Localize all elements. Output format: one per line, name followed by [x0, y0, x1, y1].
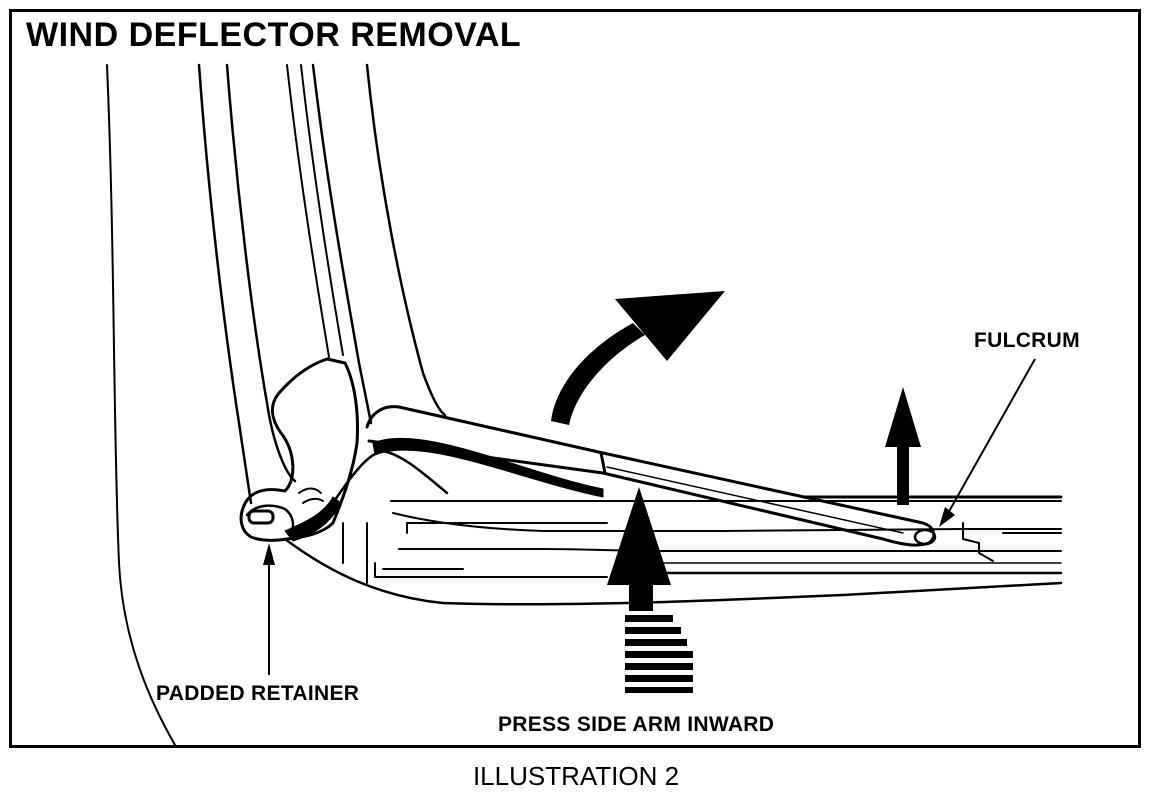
wind-deflector-drawing [106, 63, 1063, 745]
retainer-inner-line [245, 504, 295, 535]
pillar-line-6 [365, 63, 447, 417]
padded-retainer-label: PADDED RETAINER [156, 682, 360, 705]
rotation-arrow [551, 291, 725, 425]
retainer-bracket [239, 357, 359, 542]
side-arm-inner [606, 466, 904, 534]
retainer-shadow [284, 496, 342, 542]
body-edge-line [106, 64, 176, 745]
deck-fitting [962, 522, 1062, 562]
lift-arrow [885, 387, 921, 505]
pillar-line-outer [197, 63, 253, 505]
press-arrow [607, 487, 693, 693]
diagram-frame: WIND DEFLECTOR REMOVAL FULCRUM PADDED RE… [9, 9, 1141, 748]
illustration-caption: ILLUSTRATION 2 [472, 761, 680, 791]
pillar-line-3 [286, 64, 330, 358]
fulcrum-leader [946, 358, 1036, 516]
retainer-leader-head [263, 543, 275, 565]
pillar-line-5 [311, 63, 373, 425]
pillar-line-inner [225, 63, 297, 483]
fulcrum-pivot [913, 528, 937, 546]
side-arm-upper [365, 405, 936, 545]
deck-line-8 [342, 522, 368, 584]
diagram-title: WIND DEFLECTOR REMOVAL [26, 16, 522, 54]
fulcrum-leader-head [939, 507, 955, 527]
arm-curve-under [331, 449, 449, 505]
fulcrum-label: FULCRUM [974, 329, 1080, 352]
side-arm-band [599, 451, 607, 475]
pillar-line-4 [300, 64, 344, 356]
arm-shadow [372, 437, 604, 498]
deck-line-3 [406, 522, 608, 534]
deck-line-4 [398, 548, 1062, 552]
deck-line-5 [374, 562, 608, 578]
press-side-arm-label: PRESS SIDE ARM INWARD [498, 713, 775, 736]
retainer-detail [298, 487, 324, 504]
retainer-slot [247, 509, 275, 525]
